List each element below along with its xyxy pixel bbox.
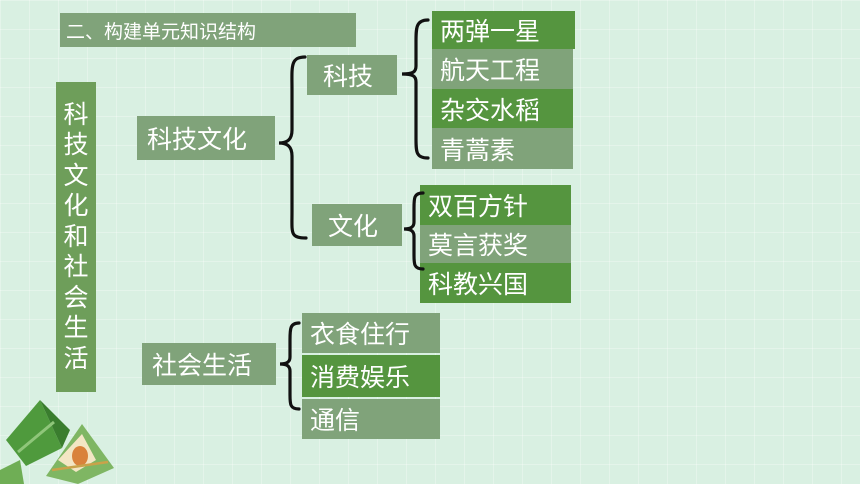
brace-keji-wenhua [278,55,308,240]
leaf-qinghaosu: 青蒿素 [432,128,573,169]
brace-keji [401,18,430,160]
leaf-shuangbai-fangzhen: 双百方针 [420,185,571,225]
leaf-zajiao-shuidao: 杂交水稻 [432,89,573,128]
root-node-vertical: 科技文化和社会生活 [56,82,96,392]
root-node-label: 科技文化和社会生活 [63,99,89,373]
node-shehui-shenghuo: 社会生活 [142,343,276,385]
leaf-yishi-zhuxing: 衣食住行 [302,313,440,353]
leaf-kejiao-xingguo: 科教兴国 [420,263,571,303]
zongzi-decoration-icon [0,400,114,484]
leaf-hangtian-gongcheng: 航天工程 [432,49,573,89]
brace-wenhua [403,191,425,271]
brace-shehui [279,321,301,411]
leaf-tongxin: 通信 [302,399,440,439]
node-keji: 科技 [307,55,397,95]
leaf-liangdan-yixing: 两弹一星 [432,11,575,49]
section-title: 二、构建单元知识结构 [60,13,356,47]
node-keji-wenhua: 科技文化 [137,116,275,160]
node-wenhua: 文化 [312,204,402,246]
leaf-xiaofei-yule: 消费娱乐 [302,355,440,397]
leaf-moyan-huojiang: 莫言获奖 [420,225,571,263]
